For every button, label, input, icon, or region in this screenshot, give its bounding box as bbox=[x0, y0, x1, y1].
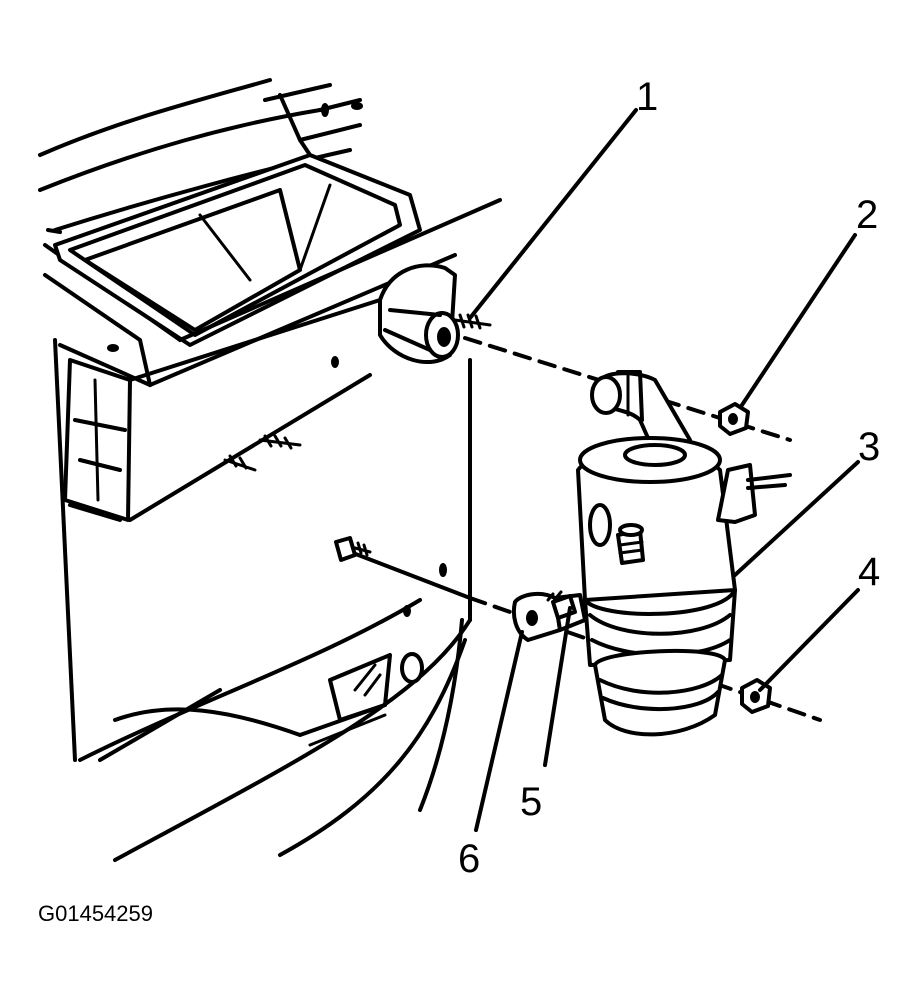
leader-1 bbox=[468, 108, 638, 320]
callout-numbers: 1 2 3 4 5 6 bbox=[458, 75, 880, 881]
leader-lines bbox=[468, 108, 860, 832]
leader-4 bbox=[758, 588, 860, 692]
callout-6: 6 bbox=[458, 837, 480, 881]
leader-3 bbox=[733, 460, 860, 577]
nut-2 bbox=[718, 402, 750, 436]
leader-2 bbox=[740, 233, 857, 407]
callout-3: 3 bbox=[858, 425, 880, 469]
bolt-6 bbox=[334, 536, 372, 562]
accumulator bbox=[511, 436, 792, 737]
callout-4: 4 bbox=[858, 550, 880, 594]
callout-2: 2 bbox=[856, 193, 878, 237]
dash-panel-structure bbox=[38, 78, 502, 862]
leader-6 bbox=[474, 630, 524, 832]
evaporator-outlet-fitting bbox=[378, 263, 492, 365]
figure-id-label: G01454259 bbox=[38, 901, 153, 926]
callout-5: 5 bbox=[520, 780, 542, 824]
callout-1: 1 bbox=[636, 75, 658, 119]
leader-5 bbox=[543, 606, 572, 767]
